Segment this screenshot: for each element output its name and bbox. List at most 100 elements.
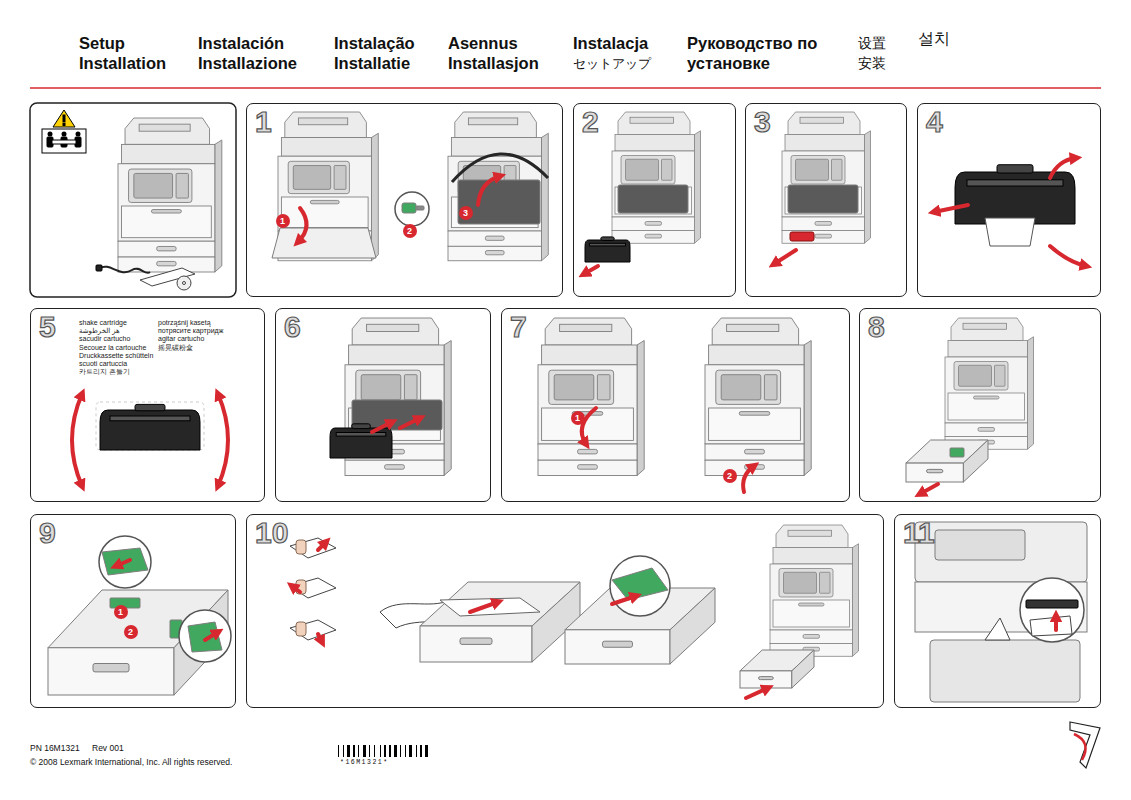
keypad — [597, 375, 610, 400]
printer-illustration — [945, 318, 1034, 449]
barcode-bar — [343, 745, 344, 757]
document-feeder — [125, 118, 209, 144]
paper-stack — [290, 578, 336, 598]
red-arrow — [746, 688, 768, 698]
control-panel — [954, 362, 1008, 391]
red-arrow — [116, 560, 130, 566]
barcode-bar — [420, 745, 422, 757]
printer-illustration — [538, 318, 644, 476]
paper-tray-drawer — [906, 440, 988, 482]
instruction-text: scuoti cartuccia — [79, 360, 127, 367]
callout-circle: 2 — [124, 625, 138, 639]
feeder-tray — [630, 117, 674, 123]
red-arrow — [218, 394, 228, 486]
side-panel — [853, 544, 859, 657]
red-arrow — [205, 632, 218, 640]
feeder-tray — [298, 118, 347, 125]
header-title: Asennus — [448, 35, 518, 52]
red-arrow — [372, 422, 392, 432]
front-door — [709, 408, 801, 440]
scanner-bed — [773, 548, 853, 565]
scanner-bed — [948, 341, 1028, 358]
cartridge-handle — [997, 165, 1033, 173]
paper-tray — [448, 246, 542, 260]
step-panel: 712 — [501, 308, 850, 502]
header-rule — [30, 87, 1101, 89]
instruction-text: 摇晃碳粉盒 — [158, 344, 193, 351]
touch-screen — [626, 159, 659, 180]
tray-handle — [645, 222, 662, 226]
door-handle — [310, 200, 339, 203]
printer-body — [945, 357, 1028, 423]
barcode-bar — [405, 745, 406, 757]
barcode-bar — [384, 745, 386, 757]
tray-handle — [157, 246, 176, 250]
printer-illustration — [782, 112, 871, 243]
tray-side — [670, 588, 715, 664]
control-panel — [716, 370, 781, 404]
tray-handle — [815, 222, 832, 226]
packing-material — [985, 218, 1035, 246]
cartridge-handle — [352, 424, 371, 429]
paper-tray — [782, 231, 865, 244]
paper-tray — [945, 423, 1028, 437]
tray-handle — [485, 251, 504, 255]
tray-side — [792, 650, 814, 688]
barcode-bar — [394, 745, 397, 757]
tray-handle — [93, 664, 129, 672]
cartridge-handle — [135, 404, 165, 410]
document-feeder — [455, 112, 537, 138]
keypad — [820, 572, 831, 593]
step-panel: 3 — [745, 103, 907, 297]
guide-detail — [612, 568, 668, 600]
red-arrow — [774, 250, 796, 264]
control-panel — [621, 156, 675, 185]
red-arrow — [743, 466, 754, 492]
document-feeder — [788, 112, 860, 135]
tray-front — [906, 463, 963, 482]
footer-text: Rev 001 — [92, 744, 124, 753]
barcode-bar — [409, 745, 412, 757]
tray-front — [565, 630, 670, 664]
side-panel — [695, 131, 701, 244]
step-panel: 1123 — [246, 103, 563, 297]
scanner-bed — [615, 135, 695, 152]
loaded-paper — [440, 598, 540, 616]
keypad — [832, 159, 843, 180]
tray-handle — [745, 449, 765, 454]
logo-outline — [1070, 722, 1100, 768]
guide-detail — [102, 548, 148, 575]
cord-plug — [96, 265, 102, 271]
callout-circle: 1 — [114, 605, 128, 619]
tray-handle — [927, 469, 943, 472]
printer-illustration — [612, 112, 701, 243]
keypad — [995, 365, 1006, 386]
paper-tray — [345, 460, 444, 475]
red-arrow — [318, 634, 322, 642]
barcode-bar — [400, 745, 401, 757]
scanner-bed — [349, 345, 444, 365]
header-title: Instalacja — [573, 35, 648, 52]
release-button — [402, 203, 416, 213]
header-title: Installasjon — [448, 55, 539, 72]
carried-box — [52, 140, 76, 144]
keypad — [764, 375, 777, 400]
panel-frame — [30, 103, 236, 297]
header-title: Installatie — [334, 55, 410, 72]
red-arrow — [298, 208, 307, 242]
door-handle — [799, 603, 825, 606]
tray-handle — [803, 635, 820, 639]
instruction-text: potrząśnij kasetą — [158, 319, 211, 326]
cartridge-ridge — [590, 243, 626, 246]
instruction-text: Secouez la cartouche — [79, 344, 146, 351]
door-handle — [739, 412, 770, 416]
cartridge-handle — [601, 237, 615, 241]
callout-circle: 1 — [276, 214, 290, 228]
door-handle — [151, 210, 181, 214]
touch-screen — [784, 572, 817, 593]
paper-tray — [612, 217, 695, 231]
document-feeder — [285, 112, 367, 138]
touch-screen — [554, 375, 594, 400]
printer-body — [782, 151, 865, 217]
